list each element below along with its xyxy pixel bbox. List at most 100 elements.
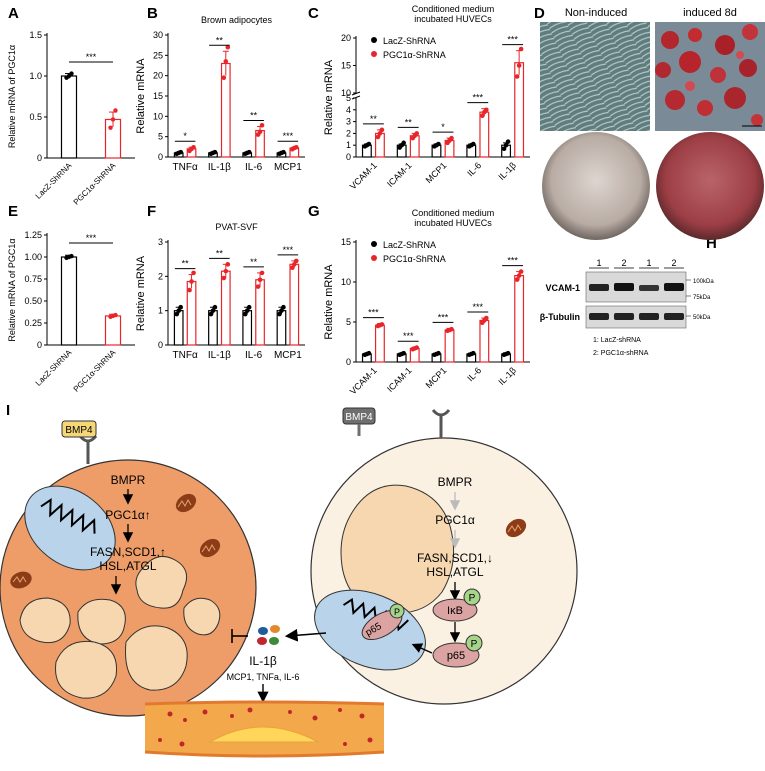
bar (60, 75, 78, 159)
phospho-p: P (394, 607, 400, 617)
data-point (223, 59, 229, 64)
data-point (401, 350, 406, 356)
bmp4-ligand (61, 420, 97, 438)
panel-letter-b: B (147, 5, 158, 22)
col-label-induced: induced 8d (683, 7, 737, 19)
bmp4-label: BMP4 (65, 425, 93, 436)
data-point (257, 129, 263, 135)
bar (104, 315, 122, 346)
legend-marker (371, 241, 377, 247)
y-tick-label: 0.50 (24, 296, 42, 306)
x-tick-label: IL-1β (208, 162, 231, 173)
data-point (516, 63, 522, 68)
data-point (212, 304, 218, 310)
data-point (293, 258, 299, 264)
data-point (246, 304, 252, 310)
bar (444, 329, 455, 363)
cytokine-cluster: IL-1β MCP1, TNFa, IL-6 (227, 625, 327, 703)
x-tick-label: IL-1β (496, 365, 518, 387)
chart-title: Conditioned medium (412, 208, 495, 218)
data-point (414, 131, 420, 136)
data-point (480, 113, 485, 118)
data-point (108, 125, 113, 130)
significance-label: ** (370, 114, 378, 124)
non-induced-micrograph (540, 22, 650, 131)
y-tick-label: 1.5 (29, 30, 42, 40)
y-axis-label: Relative mRNA (135, 58, 147, 134)
data-point (436, 141, 441, 147)
significance-label: *** (86, 52, 97, 62)
data-point (366, 350, 372, 356)
x-tick-label: PGC1α-ShRNA (72, 161, 118, 207)
x-tick-label: IL-1β (496, 160, 518, 182)
y-tick-label: 3 (158, 237, 163, 247)
data-point (470, 350, 476, 356)
x-tick-label: LacZ-ShRNA (34, 161, 74, 201)
y-tick-label: 0.75 (24, 274, 42, 284)
left-adipocyte-cell: BMP4 BMPR PGC1α↑ FASN,SCD1,↑ HSL,ATGL (0, 420, 257, 717)
y-tick-label: 1 (346, 140, 351, 150)
y-tick-label: 10 (153, 111, 163, 121)
data-point (484, 107, 489, 113)
significance-label: * (183, 131, 187, 141)
ikb-node (432, 598, 478, 622)
phospho-circle (463, 588, 481, 606)
bar (289, 263, 300, 346)
significance-label: *** (438, 312, 449, 322)
y-tick-label: 20 (341, 33, 351, 43)
y-tick-label: 4 (346, 105, 351, 115)
significance-label: ** (182, 259, 190, 269)
data-point (377, 131, 383, 136)
y-tick-label: 0 (37, 153, 42, 163)
lane-label: 1 (646, 258, 651, 268)
panel-letter-d: D (534, 5, 545, 22)
lipid-droplet (340, 484, 455, 614)
bar (220, 270, 231, 346)
data-point (221, 75, 227, 80)
non-induced-dish (542, 132, 650, 240)
y-tick-label: 1.0 (29, 71, 42, 81)
chart-title: incubated HUVECs (414, 218, 492, 228)
phospho-circle (389, 603, 405, 619)
data-point (113, 108, 118, 113)
chart-title: Brown adipocytes (201, 15, 273, 25)
y-tick-label: 1.00 (24, 252, 42, 262)
mitochondria-icon (505, 518, 527, 538)
legend-marker (371, 51, 377, 57)
y-axis-label: Relative mRNA of PGC1α (7, 238, 17, 341)
data-point (518, 46, 524, 52)
phospho-p: P (471, 639, 478, 650)
x-tick-label: IL-6 (245, 162, 263, 173)
data-point (174, 311, 180, 317)
lane-label: 2 (671, 258, 676, 268)
data-point (516, 273, 522, 278)
node-bmpr: BMPR (111, 473, 146, 487)
y-tick-label: 15 (341, 61, 351, 71)
y-tick-label: 2 (158, 271, 163, 281)
panel-letter-f: F (147, 203, 156, 220)
x-tick-label: ICAM-1 (385, 365, 414, 394)
data-point (257, 277, 263, 283)
bar (60, 256, 78, 346)
data-point (242, 311, 248, 317)
data-point (69, 253, 74, 259)
y-tick-label: 10 (341, 88, 351, 98)
significance-label: ** (405, 117, 413, 127)
data-point (449, 326, 454, 332)
y-tick-label: 2 (346, 128, 351, 138)
panel-letter-i: I (6, 402, 10, 419)
induced-micrograph (655, 22, 765, 131)
marker-label: 50kDa (693, 315, 711, 321)
legend-label: PGC1α-ShRNA (383, 254, 446, 264)
data-point (225, 262, 231, 267)
data-point (279, 308, 284, 313)
bmpr-receptor-icon (78, 435, 98, 464)
data-point (470, 141, 476, 147)
significance-label: *** (403, 331, 414, 341)
bmp4-label: BMP4 (345, 412, 373, 423)
data-point (259, 270, 265, 276)
panel-letter-a: A (8, 5, 19, 22)
